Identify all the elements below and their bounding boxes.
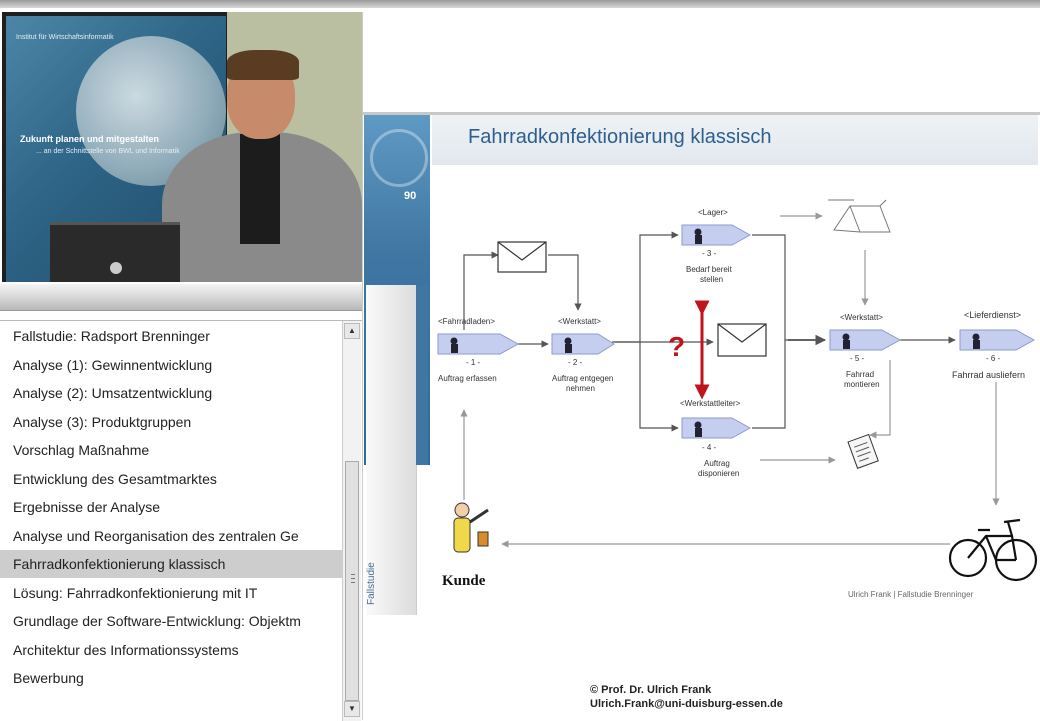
panel-divider[interactable] (0, 284, 362, 311)
chapter-item[interactable]: Entwicklung des Gesamtmarktes (13, 470, 217, 487)
slide-side-accent (416, 285, 428, 465)
node-step: - 3 - (702, 249, 717, 258)
node-caption: Auftrag (704, 459, 730, 468)
task-node-6: <Lieferdienst> - 6 - Fahrrad ausliefern (952, 310, 1036, 380)
task-node-5: <Werkstatt> - 5 - Fahrrad montieren (829, 313, 902, 389)
node-step: - 2 - (568, 358, 583, 367)
chapter-item[interactable]: Analyse (1): Gewinnentwicklung (13, 356, 213, 373)
task-node-1: <Fahrradladen> - 1 - Auftrag erfassen (437, 317, 520, 383)
scrollbar-thumb[interactable] (345, 461, 359, 701)
diagram-credit: Ulrich Frank | Fallstudie Brenninger (848, 590, 974, 599)
question-mark: ? (668, 331, 685, 362)
lecture-video[interactable]: Institut für Wirtschaftsinformatik Zukun… (2, 12, 362, 282)
node-caption: Auftrag entgegen (552, 374, 613, 383)
node-role: <Lieferdienst> (964, 310, 1021, 320)
task-node-4: <Werkstattleiter> - 4 - Auftrag disponie… (680, 399, 752, 478)
chapter-item[interactable]: Analyse (3): Produktgruppen (13, 413, 192, 430)
worker-icon (694, 421, 702, 429)
footer-email[interactable]: Ulrich.Frank@uni-duisburg-essen.de (590, 698, 783, 710)
slide-title-band (432, 115, 1038, 165)
scroll-down-button[interactable]: ▼ (344, 701, 360, 717)
node-caption: stellen (700, 275, 723, 284)
node-step: - 1 - (466, 358, 481, 367)
process-diagram: ? <Fahrradladen> - 1 - Auftrag erfassen … (437, 199, 1038, 599)
node-step: - 4 - (702, 443, 717, 452)
worker-icon (450, 337, 458, 345)
node-role: <Werkstattleiter> (680, 399, 741, 408)
node-caption: Fahrrad ausliefern (952, 370, 1025, 380)
footer-author: © Prof. Dr. Ulrich Frank (590, 684, 712, 696)
slide-side-label: Fallstudie (366, 562, 377, 605)
slide-title: Fahrradkonfektionierung klassisch (468, 126, 772, 148)
worker-icon (972, 333, 980, 341)
chapter-item[interactable]: Analyse und Reorganisation des zentralen… (13, 527, 299, 544)
node-role: <Lager> (698, 208, 728, 217)
node-caption: Auftrag erfassen (438, 374, 497, 383)
chapter-item[interactable]: Analyse (2): Umsatzentwicklung (13, 385, 213, 401)
poster-headline: Zukunft planen und mitgestalten (20, 134, 159, 144)
node-role: <Werkstatt> (840, 313, 883, 322)
chapter-item[interactable]: Bewerbung (13, 670, 84, 686)
message-envelope-icon (717, 323, 767, 357)
decorative-wheel-icon (370, 129, 428, 187)
message-envelope-icon (497, 241, 547, 273)
chapter-item[interactable]: Fallstudie: Radsport Brenninger (13, 328, 210, 344)
chapter-item[interactable]: Fahrradkonfektionierung klassisch (0, 550, 342, 578)
node-role: <Werkstatt> (558, 317, 601, 326)
scroll-up-button[interactable]: ▲ (344, 323, 360, 339)
window-top-bar (0, 0, 1040, 8)
chapter-item[interactable]: Architektur des Informationssystems (13, 641, 239, 658)
node-role: <Fahrradladen> (438, 317, 495, 326)
chapter-list-scrollbar[interactable]: ▲ ▼ (342, 321, 361, 721)
node-caption: disponieren (698, 469, 739, 478)
laptop-logo (110, 262, 122, 274)
order-document-icon (847, 433, 879, 469)
node-caption: montieren (844, 380, 880, 389)
chapter-item[interactable]: Vorschlag Maßnahme (13, 442, 150, 458)
task-node-2: <Werkstatt> - 2 - Auftrag entgegen nehme… (551, 317, 615, 393)
worker-icon (564, 337, 572, 345)
bicycle-frame-icon (828, 199, 891, 233)
node-caption: Fahrrad (846, 370, 874, 379)
slide-top-rule (362, 112, 1040, 115)
bicycle-icon (948, 518, 1038, 582)
chapter-item[interactable]: Lösung: Fahrradkonfektionierung mit IT (13, 584, 258, 601)
worker-icon (842, 333, 850, 341)
node-caption: Bedarf bereit (686, 265, 733, 274)
node-step: - 6 - (986, 354, 1001, 363)
node-step: - 5 - (850, 354, 865, 363)
speaker-shirt (240, 134, 280, 244)
speaker-hair (227, 50, 299, 80)
task-node-3: <Lager> - 3 - Bedarf bereit stellen (681, 208, 752, 284)
customer-figure-icon (453, 502, 489, 553)
customer-label: Kunde (442, 573, 486, 589)
poster-subline: ... an der Schnittstelle von BWL und Inf… (36, 148, 180, 155)
node-caption: nehmen (566, 384, 595, 393)
chapter-item[interactable]: Grundlage der Software-Entwicklung: Obje… (13, 613, 301, 629)
slide-number: 90 (404, 190, 417, 202)
worker-icon (694, 228, 702, 236)
poster-title: Institut für Wirtschaftsinformatik (16, 34, 114, 41)
chapter-item[interactable]: Ergebnisse der Analyse (13, 499, 161, 515)
